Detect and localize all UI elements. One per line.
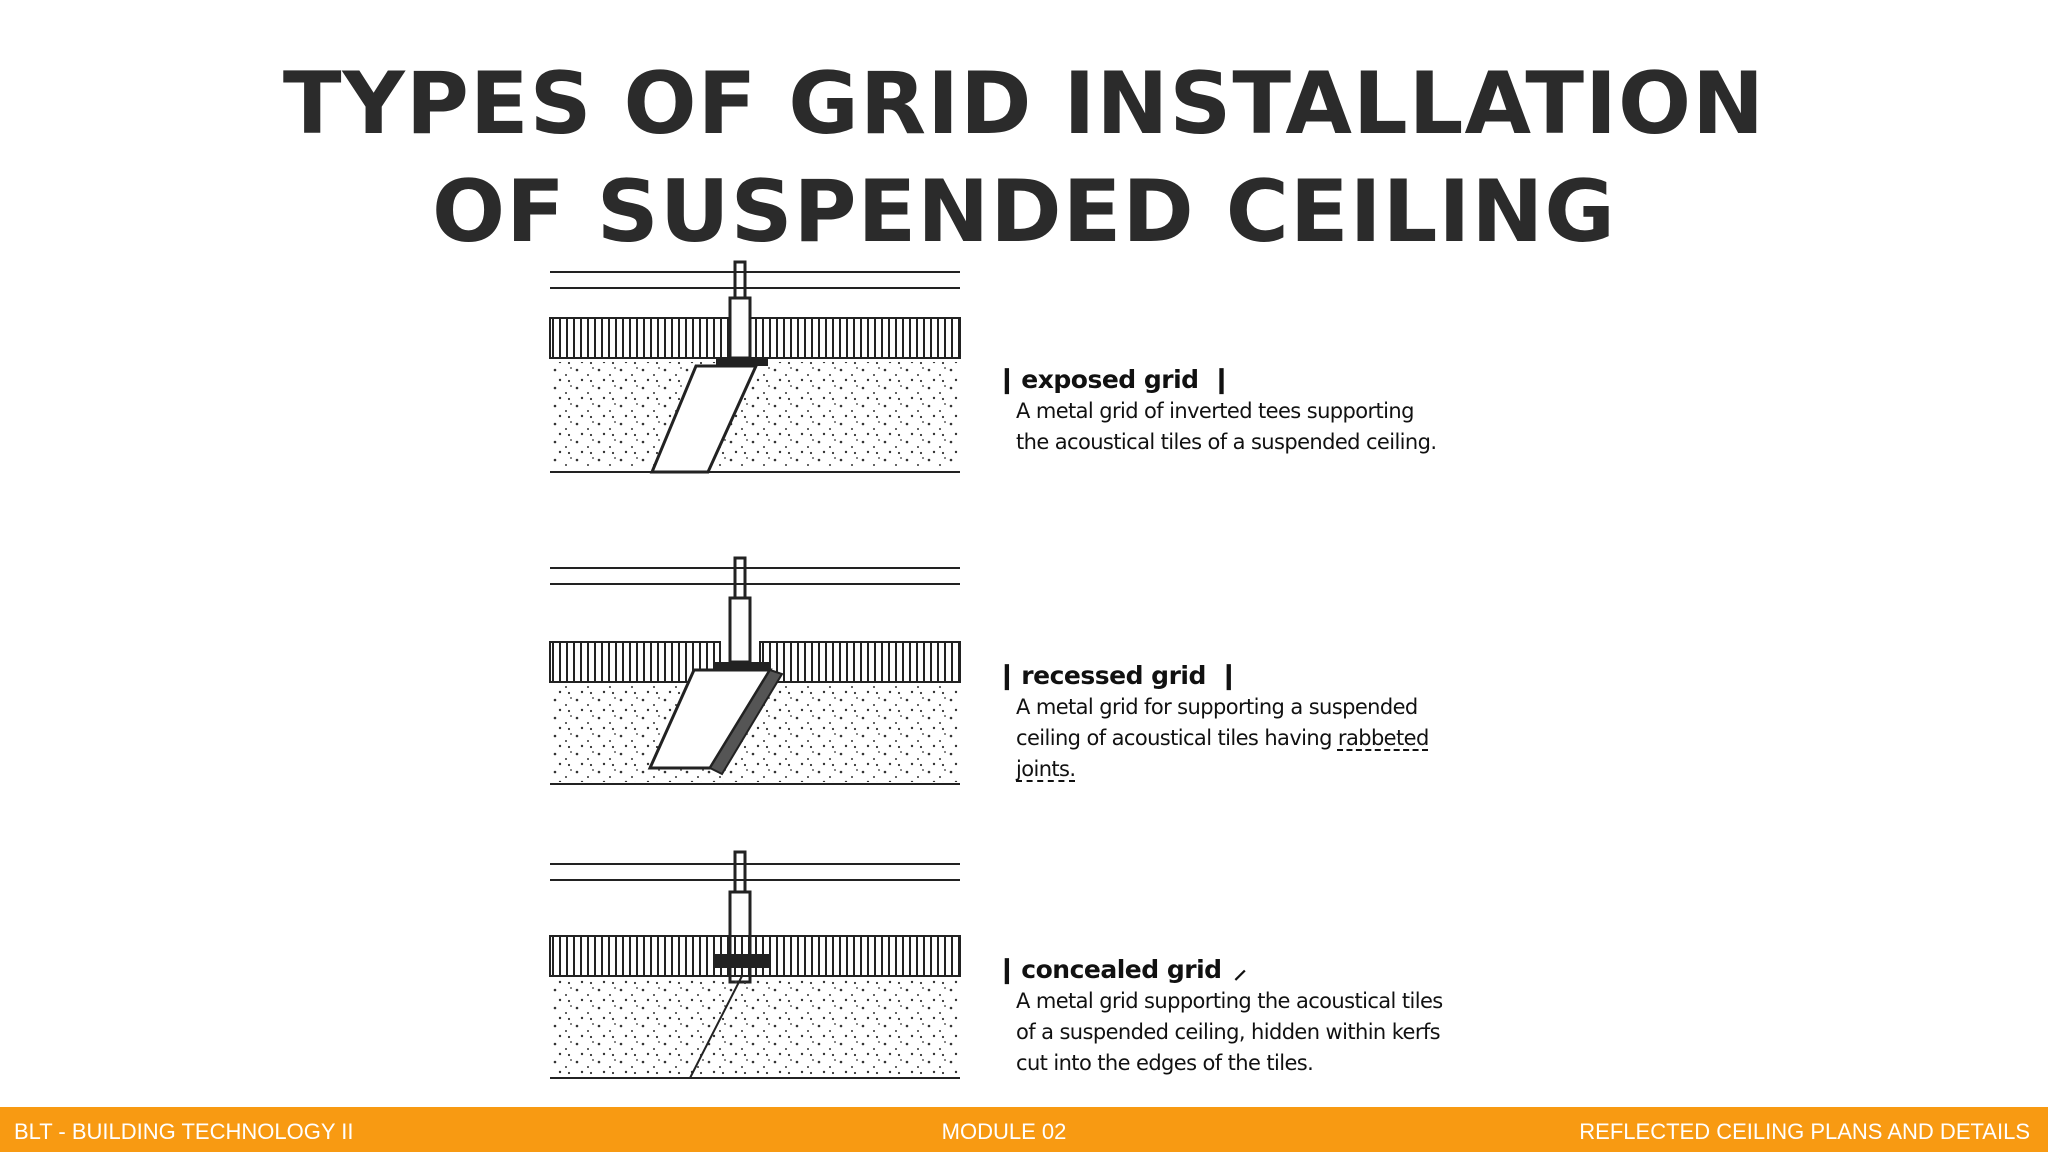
bracket-mark-icon: ❙: [996, 365, 1018, 395]
concealed-grid-caption: ❙concealed grid ⸝ A metal grid supporting…: [996, 954, 1476, 1079]
exposed-grid-title: exposed grid: [1021, 365, 1199, 394]
description-line: A metal grid of inverted tees supporting: [1016, 399, 1414, 423]
slide-title-line-1: TYPES OF GRID INSTALLATION: [282, 54, 1766, 154]
concealed-grid-drawing: [530, 842, 990, 1090]
exposed-grid-caption: ❙exposed grid❙ A metal grid of inverted …: [996, 364, 1476, 458]
description-line: the acoustical tiles of a suspended ceil…: [1016, 430, 1437, 454]
recessed-grid-illustration: [549, 556, 961, 785]
bracket-mark-icon: ❙: [996, 661, 1018, 691]
footer-topic: REFLECTED CEILING PLANS AND DETAILS: [1579, 1119, 2030, 1144]
description-line: joints.: [1016, 757, 1076, 781]
recessed-grid-caption: ❙recessed grid❙ A metal grid for support…: [996, 660, 1476, 785]
recessed-grid-description: A metal grid for supporting a suspended …: [1016, 692, 1476, 785]
concealed-grid-title: concealed grid: [1021, 955, 1222, 984]
bracket-mark-icon: ❙: [996, 955, 1018, 985]
concealed-grid-description: A metal grid supporting the acoustical t…: [1016, 986, 1476, 1079]
description-line: A metal grid supporting the acoustical t…: [1016, 989, 1443, 1013]
description-line: ceiling of acoustical tiles having: [1016, 726, 1338, 750]
concealed-grid-illustration: [549, 850, 961, 1079]
bracket-mark-icon: ⸝: [1233, 955, 1247, 985]
exposed-grid-illustration: [549, 260, 961, 474]
description-line: of a suspended ceiling, hidden within ke…: [1016, 1020, 1441, 1044]
recessed-grid-drawing: [530, 552, 990, 792]
bracket-mark-icon: ❙: [1217, 661, 1240, 691]
slide-title-line-2: OF SUSPENDED CEILING: [432, 162, 1616, 262]
exposed-grid-description: A metal grid of inverted tees supporting…: [1016, 396, 1476, 458]
slide-title: TYPES OF GRID INSTALLATION OF SUSPENDED …: [0, 50, 2048, 266]
description-line: cut into the edges of the tiles.: [1016, 1051, 1314, 1075]
exposed-grid-drawing: [530, 258, 990, 490]
recessed-grid-title: recessed grid: [1021, 661, 1206, 690]
footer-course: BLT - BUILDING TECHNOLOGY II: [14, 1119, 354, 1144]
description-line: A metal grid for supporting a suspended: [1016, 695, 1418, 719]
footer-bar: BLT - BUILDING TECHNOLOGY II MODULE 02 R…: [0, 1107, 2048, 1152]
underlined-word: rabbeted: [1337, 726, 1429, 750]
bracket-mark-icon: ❙: [1210, 365, 1233, 395]
footer-module: MODULE 02: [941, 1119, 1067, 1144]
